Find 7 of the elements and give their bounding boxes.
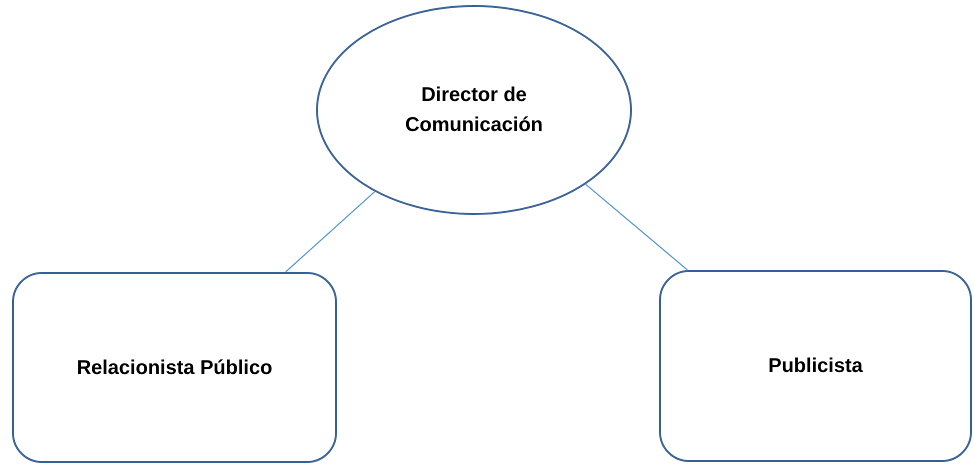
role-title: Director de Comunicación (404, 83, 544, 138)
role-box (12, 272, 337, 463)
connector-line (585, 184, 688, 270)
role-box (659, 270, 972, 462)
role-title: Relacionista Público (76, 356, 272, 380)
role-title: Publicista (768, 354, 863, 379)
connector-line (285, 191, 376, 272)
